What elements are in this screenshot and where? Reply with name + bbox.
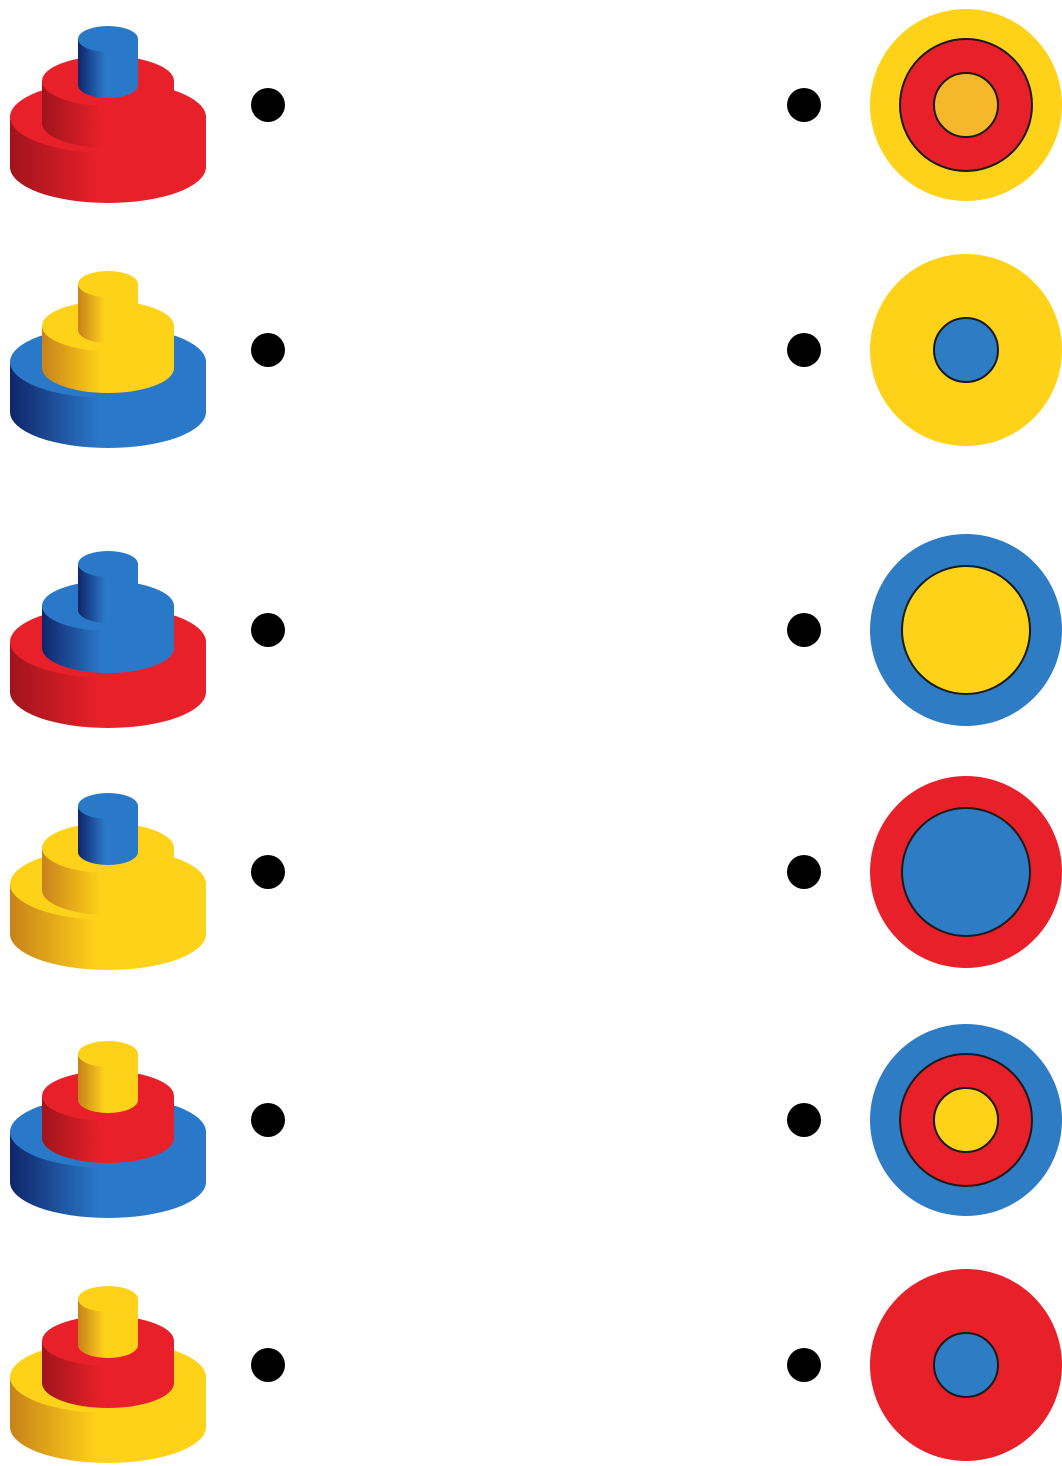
match-row [10, 1024, 1062, 1218]
pyramid-tier-3 [78, 551, 138, 623]
target-ring-2 [902, 808, 1030, 936]
ring-target [870, 1269, 1062, 1461]
pyramid-tier-3 [78, 1286, 138, 1358]
ring-target [870, 1024, 1062, 1216]
right-match-dot[interactable] [787, 333, 821, 367]
left-match-dot[interactable] [251, 613, 285, 647]
target-ring-2 [934, 1333, 998, 1397]
target-ring-3 [934, 73, 998, 137]
right-match-dot[interactable] [787, 1348, 821, 1382]
right-match-dot[interactable] [787, 855, 821, 889]
ring-target [870, 9, 1062, 201]
match-row [10, 534, 1062, 728]
pyramid-tier-3 [78, 271, 138, 343]
match-row [10, 1269, 1062, 1463]
match-row [10, 9, 1062, 203]
left-match-dot[interactable] [251, 333, 285, 367]
ring-target [870, 776, 1062, 968]
target-ring-3 [934, 1088, 998, 1152]
ring-pyramid [10, 26, 206, 203]
match-row [10, 254, 1062, 448]
left-match-dot[interactable] [251, 1103, 285, 1137]
ring-pyramid [10, 1286, 206, 1463]
right-match-dot[interactable] [787, 613, 821, 647]
right-match-dot[interactable] [787, 1103, 821, 1137]
right-match-dot[interactable] [787, 88, 821, 122]
ring-pyramid [10, 793, 206, 970]
ring-target [870, 254, 1062, 446]
target-ring-2 [934, 318, 998, 382]
target-ring-2 [902, 566, 1030, 694]
ring-target [870, 534, 1062, 726]
pyramid-tier-3 [78, 26, 138, 98]
ring-pyramid [10, 271, 206, 448]
left-match-dot[interactable] [251, 855, 285, 889]
pyramid-tier-3 [78, 793, 138, 865]
ring-pyramid [10, 1041, 206, 1218]
pyramid-tier-3 [78, 1041, 138, 1113]
left-match-dot[interactable] [251, 88, 285, 122]
ring-pyramid [10, 551, 206, 728]
left-match-dot[interactable] [251, 1348, 285, 1382]
match-row [10, 776, 1062, 970]
